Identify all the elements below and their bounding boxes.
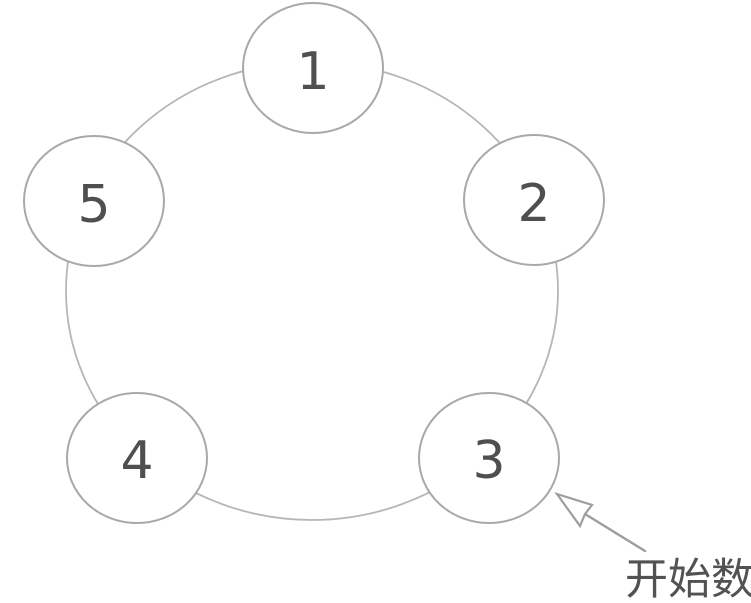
node-circle xyxy=(418,392,560,524)
arrow-head-icon xyxy=(554,491,594,529)
node-circle xyxy=(66,392,208,524)
start-annotation: 开始数 xyxy=(554,491,751,603)
node-label: 2 xyxy=(517,174,550,234)
node-label: 4 xyxy=(120,431,153,491)
arrow-line xyxy=(583,512,647,553)
node-label: 1 xyxy=(296,42,329,102)
node-circle xyxy=(242,2,384,134)
node-2: 2 xyxy=(463,134,605,266)
node-1: 1 xyxy=(242,2,384,134)
node-label: 3 xyxy=(472,431,505,491)
start-label: 开始数 xyxy=(625,555,751,603)
node-5: 5 xyxy=(23,135,165,267)
node-3: 3 xyxy=(418,392,560,524)
node-circle xyxy=(23,135,165,267)
node-label: 5 xyxy=(77,175,110,235)
node-circle xyxy=(463,134,605,266)
node-4: 4 xyxy=(66,392,208,524)
